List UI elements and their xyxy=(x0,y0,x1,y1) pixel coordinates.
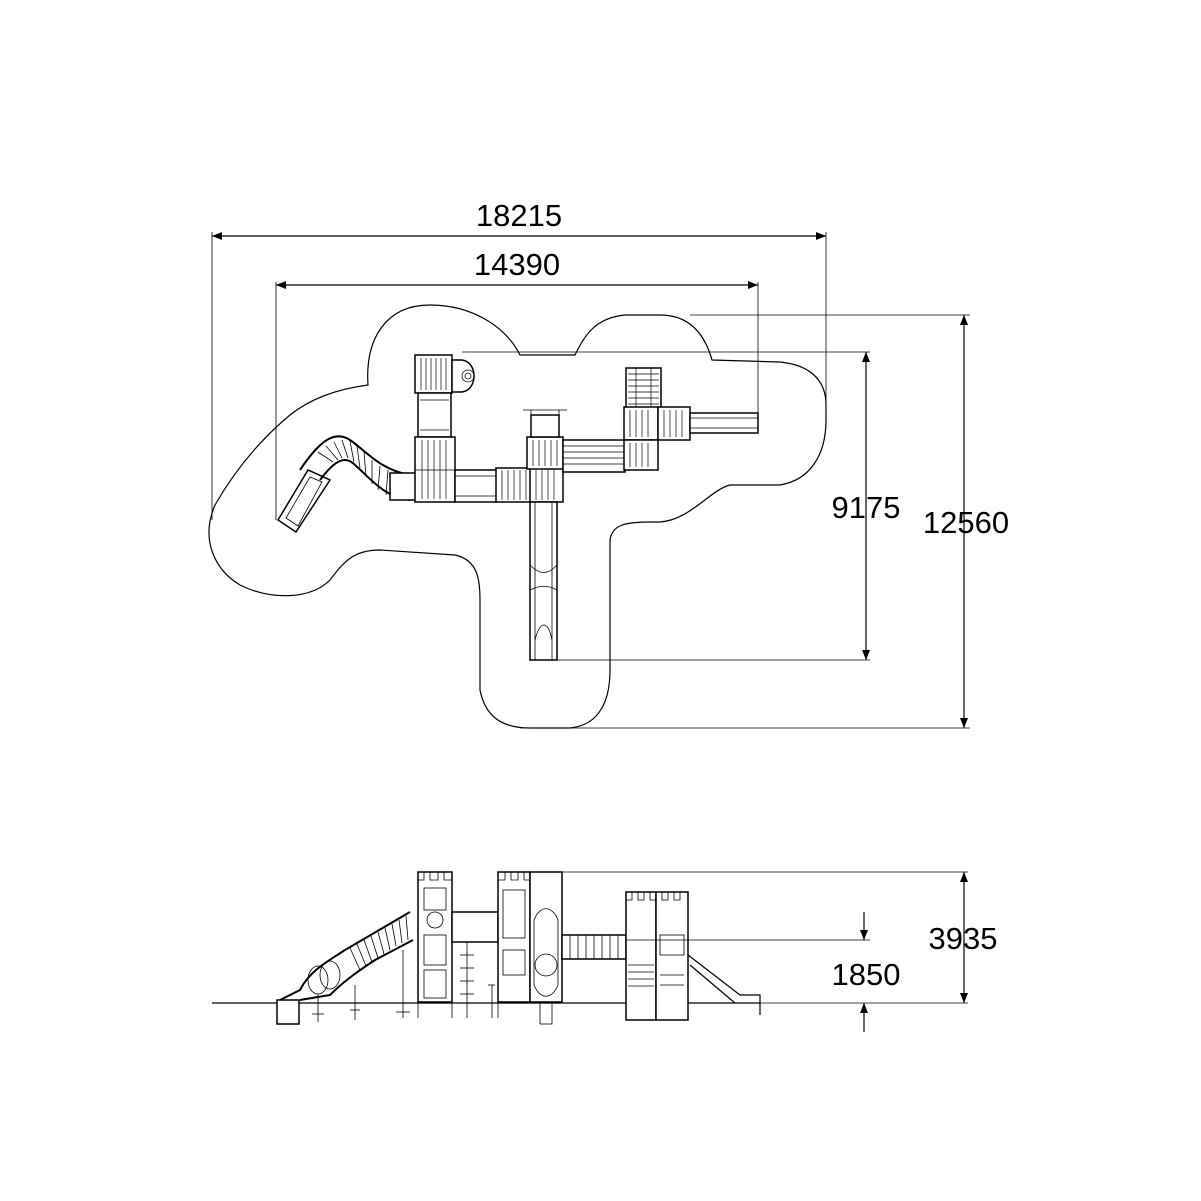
overall-depth-label: 12560 xyxy=(923,505,1009,540)
overall-width-label: 18215 xyxy=(476,198,562,233)
climbing-ramp xyxy=(530,414,560,438)
overall-height-label: 3935 xyxy=(929,921,998,956)
climbing-poles-elev xyxy=(460,942,495,1018)
tunnel-elev xyxy=(451,911,499,943)
ladder-top xyxy=(625,367,662,409)
right-tower-a xyxy=(623,406,659,441)
left-tower-group xyxy=(414,354,498,503)
right-slide xyxy=(689,412,759,434)
tube-slide-elev xyxy=(279,911,414,1022)
inner-depth-label: 9175 xyxy=(832,490,901,525)
periscope-eye xyxy=(461,369,475,383)
plan-view: 18215 14390 9175 12560 xyxy=(208,198,1009,729)
right-tower-c xyxy=(623,439,659,471)
straight-slide xyxy=(529,501,558,661)
center-tower-main xyxy=(529,467,564,503)
right-tower-group xyxy=(623,367,759,471)
left-tower-elev xyxy=(417,871,453,1018)
elevation-view: 3935 1850 xyxy=(212,871,998,1032)
center-tower-group xyxy=(495,409,567,661)
right-tower-b xyxy=(657,406,691,441)
rope-bridge xyxy=(562,439,626,473)
tunnel-horizontal xyxy=(454,469,498,503)
platform-height-label: 1850 xyxy=(832,957,901,992)
safety-zone-outline xyxy=(208,304,827,729)
inner-width-label: 14390 xyxy=(474,247,560,282)
bridge-elev xyxy=(561,934,627,960)
tower-roof-top xyxy=(414,354,453,394)
elevation-dimensions: 3935 1850 xyxy=(562,871,998,1032)
tube-connector xyxy=(389,472,419,501)
tower-left-main xyxy=(414,436,456,503)
slide-exit-elev xyxy=(276,999,300,1025)
slide-exit xyxy=(276,469,332,534)
right-towers-elev xyxy=(625,891,761,1021)
spiral-tube-slide xyxy=(276,435,419,534)
center-tower-elev xyxy=(497,871,563,1025)
plan-dimensions: 18215 14390 9175 12560 xyxy=(211,198,1009,729)
slide-exit-inner xyxy=(285,476,323,527)
